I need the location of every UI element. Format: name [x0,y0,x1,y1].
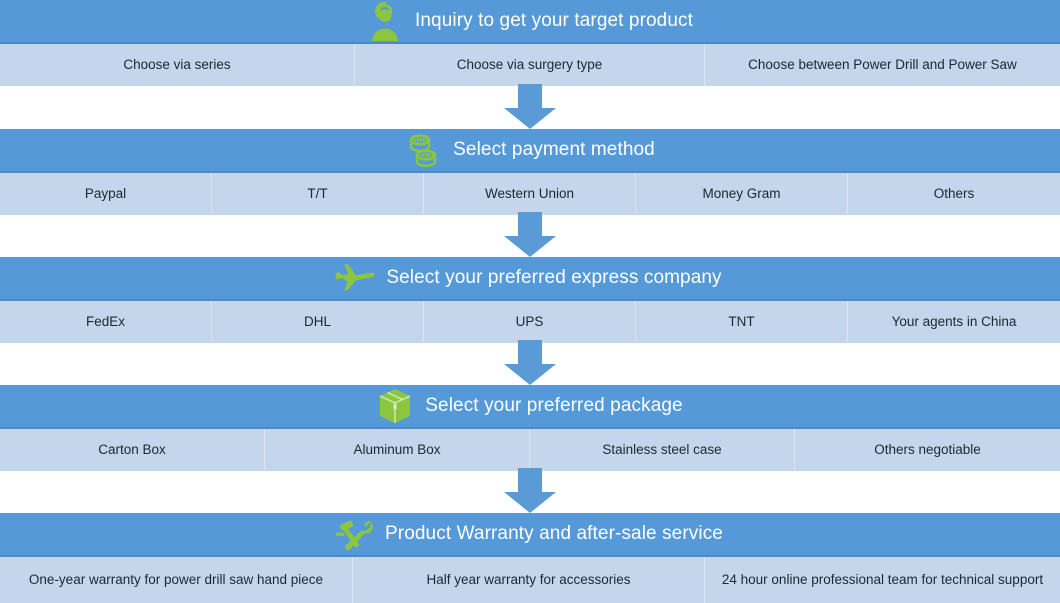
step-header-content-1: Inquiry to get your target product [365,0,693,43]
step-title-3: Select your preferred express company [386,267,722,288]
step-title-1: Inquiry to get your target product [415,10,693,31]
arrow-step4-to-step5 [500,468,560,514]
step-header-content-4: Select your preferred package [375,384,683,428]
step-title-5: Product Warranty and after-sale service [385,523,723,544]
step-header-5: Product Warranty and after-sale service [0,513,1060,557]
option-2-1[interactable]: Paypal [0,173,212,215]
step-header-content-5: Product Warranty and after-sale service [335,512,723,556]
step-header-1: Inquiry to get your target product [0,0,1060,44]
option-3-1[interactable]: FedEx [0,301,212,343]
coins-icon [403,128,443,172]
option-4-3[interactable]: Stainless steel case [530,429,795,471]
arrow-step3-to-step4 [500,340,560,386]
package-box-icon [375,384,415,428]
option-3-3[interactable]: UPS [424,301,636,343]
airplane-icon [336,256,376,300]
arrow-step1-to-step2 [500,84,560,130]
step-options-5: One-year warranty for power drill saw ha… [0,557,1060,603]
option-3-4[interactable]: TNT [636,301,848,343]
option-3-2[interactable]: DHL [212,301,424,343]
option-1-1[interactable]: Choose via series [0,44,355,86]
option-2-2[interactable]: T/T [212,173,424,215]
step-header-content-3: Select your preferred express company [336,256,722,300]
support-agent-icon [365,0,405,43]
step-header-content-2: Select payment method [403,128,655,172]
step-header-3: Select your preferred express company [0,257,1060,301]
option-5-2[interactable]: Half year warranty for accessories [353,557,705,603]
option-2-3[interactable]: Western Union [424,173,636,215]
step-header-4: Select your preferred package [0,385,1060,429]
option-2-5[interactable]: Others [933,186,975,202]
step-title-2: Select payment method [453,139,655,160]
option-1-2[interactable]: Choose via surgery type [355,44,705,86]
option-4-4[interactable]: Others negotiable [874,442,981,458]
option-2-4[interactable]: Money Gram [636,173,848,215]
option-4-2[interactable]: Aluminum Box [265,429,530,471]
option-5-3[interactable]: 24 hour online professional team for tec… [721,572,1044,588]
option-1-3[interactable]: Choose between Power Drill and Power Saw [748,57,1017,73]
arrow-step2-to-step3 [500,212,560,258]
option-5-1[interactable]: One-year warranty for power drill saw ha… [0,557,353,603]
step-title-4: Select your preferred package [425,395,683,416]
option-3-5[interactable]: Your agents in China [891,314,1017,330]
option-4-1[interactable]: Carton Box [0,429,265,471]
step-header-2: Select payment method [0,129,1060,173]
hammer-wrench-icon [335,512,375,556]
